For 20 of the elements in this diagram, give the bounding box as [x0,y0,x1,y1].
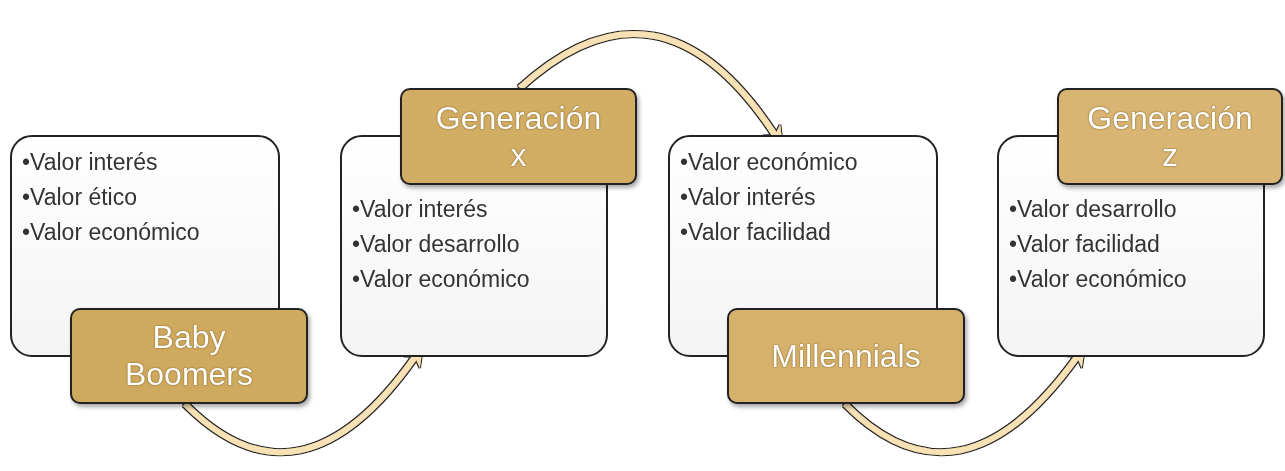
bullet-text: •Valor económico [352,265,531,294]
bullet-text: •Valor económico [22,218,201,247]
generation-label-box [70,308,308,404]
bullet-text: •Valor facilidad [1009,230,1161,259]
bullet-text: •Valor económico [680,148,859,177]
generation-name: Millennials [771,337,921,375]
generation-label-box [727,308,965,404]
bullet-text: •Valor desarrollo [1009,195,1178,224]
bullet-text: •Valor desarrollo [352,230,521,259]
bullet-text: •Valor interés [680,183,817,212]
bullet-text: •Valor facilidad [680,218,832,247]
bullet-text: •Valor ético [22,183,138,212]
generation-name: Baby Boomers [123,319,254,393]
generation-name: Generación z [1087,99,1253,174]
bullet-text: •Valor interés [22,148,159,177]
bullet-text: •Valor económico [1009,265,1188,294]
generation-label-box [400,88,637,185]
generation-name: Generación x [434,99,603,174]
bullet-text: •Valor interés [352,195,489,224]
generation-label-box [1057,88,1283,185]
